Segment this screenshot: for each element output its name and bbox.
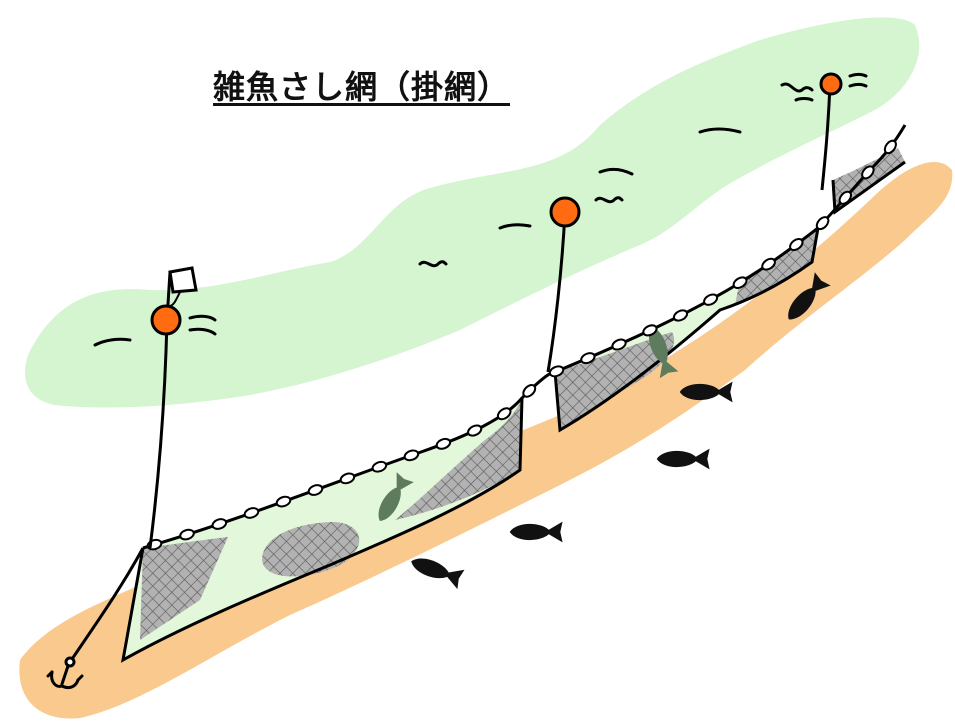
rope-float xyxy=(883,139,897,155)
net-panel-left xyxy=(120,397,524,663)
anchor-icon xyxy=(46,656,84,690)
buoy-icon-left xyxy=(150,304,182,336)
rope-float xyxy=(611,338,627,351)
buoy-icon-right xyxy=(819,72,843,96)
rope-float xyxy=(339,472,356,485)
rope-float xyxy=(307,484,324,496)
rope-float xyxy=(371,460,388,473)
rope-float xyxy=(467,424,483,437)
fish-icon-3 xyxy=(656,448,710,470)
rope-float xyxy=(672,309,689,322)
rope-float xyxy=(179,528,195,541)
fish-in-net-2 xyxy=(648,327,679,379)
buoy-line-middle xyxy=(546,211,567,373)
rope-float xyxy=(435,437,452,450)
fish-icon-1 xyxy=(411,558,465,590)
rope-float xyxy=(275,495,292,508)
rope-float xyxy=(642,324,658,337)
diagram-title: 雑魚さし網（掛網） xyxy=(213,68,511,106)
anchor-line xyxy=(66,547,145,666)
rope-float xyxy=(243,507,260,519)
buoy-line-left xyxy=(148,319,169,549)
rope-float xyxy=(703,293,719,306)
rope-float xyxy=(789,238,804,252)
rope-float xyxy=(815,216,830,231)
fish-icon-5 xyxy=(788,272,831,320)
fish-icon-4 xyxy=(679,381,733,403)
rope-float xyxy=(861,165,875,180)
rope-float xyxy=(761,257,776,271)
rope-float xyxy=(580,352,596,365)
buoy-line-right xyxy=(820,84,832,191)
fish-in-net-1 xyxy=(378,472,414,521)
fish-icon-2 xyxy=(509,521,563,543)
rope-float xyxy=(211,518,228,530)
rope-float xyxy=(522,384,537,398)
rope-float xyxy=(496,407,512,421)
wave-icons xyxy=(93,73,868,347)
rope-float xyxy=(403,449,420,462)
net-panel-middle xyxy=(553,227,820,433)
rope-floats xyxy=(146,139,897,551)
rope-float xyxy=(548,365,565,378)
rope-float xyxy=(838,190,853,205)
rope-float xyxy=(732,276,748,289)
buoy-icon-middle xyxy=(549,196,581,228)
water-surface xyxy=(25,17,920,408)
